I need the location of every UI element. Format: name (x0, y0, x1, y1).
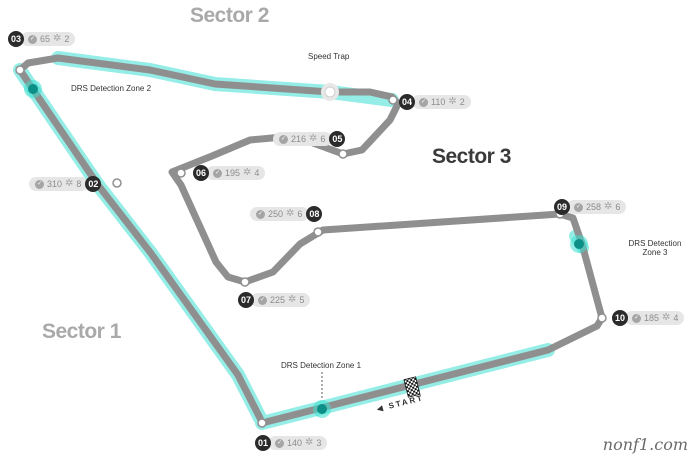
corner-number-badge: 06 (193, 165, 209, 181)
gear-icon: ✲ (309, 133, 318, 144)
corner-label-02: ✓ 310 ✲ 8 02 (29, 176, 102, 192)
drs-zone-1-dot (317, 404, 327, 414)
speedometer-icon: ✓ (35, 179, 44, 189)
speedometer-icon: ✓ (574, 202, 583, 212)
corner-stats: ✓ 258 ✲ 6 (567, 200, 627, 214)
corner-number-badge: 09 (554, 199, 570, 215)
corner-number-badge: 02 (85, 176, 102, 192)
corner-label-06: 06 ✓ 195 ✲ 4 (193, 165, 266, 181)
speedometer-icon: ✓ (419, 97, 428, 107)
speed-trap-dot (324, 86, 336, 98)
corner-gear: 4 (673, 313, 679, 323)
gear-icon: ✲ (448, 96, 457, 107)
speedometer-icon: ✓ (275, 438, 284, 448)
corner-stats: ✓ 310 ✲ 8 (29, 177, 89, 191)
corner-stats: ✓ 140 ✲ 3 (268, 436, 328, 450)
gear-icon: ✲ (53, 33, 62, 44)
corner-number-badge: 05 (329, 131, 346, 147)
corner-number-badge: 04 (399, 94, 415, 110)
corner-marker-03 (15, 65, 25, 75)
sector-2-label: Sector 2 (190, 4, 269, 27)
corner-gear: 6 (615, 202, 621, 212)
corner-marker-04 (388, 95, 398, 105)
corner-number-badge: 07 (238, 292, 254, 308)
drs-detection-markers (24, 80, 588, 418)
corner-speed: 310 (47, 179, 63, 189)
corner-gear: 2 (459, 97, 465, 107)
corner-speed: 185 (644, 313, 660, 323)
corner-speed: 216 (291, 134, 307, 144)
corner-gear: 4 (254, 168, 260, 178)
corner-speed: 258 (586, 202, 602, 212)
corner-label-08: ✓ 250 ✲ 6 08 (250, 206, 323, 222)
corner-stats: ✓ 65 ✲ 2 (21, 32, 76, 46)
corner-number-badge: 03 (8, 31, 24, 47)
gear-icon: ✲ (243, 167, 252, 178)
corner-stats: ✓ 250 ✲ 6 (250, 207, 310, 221)
corner-label-05: ✓ 216 ✲ 6 05 (273, 131, 346, 147)
corner-stats: ✓ 185 ✲ 4 (625, 311, 685, 325)
corner-number-badge: 10 (612, 310, 628, 326)
gear-icon: ✲ (288, 294, 297, 305)
corner-label-03: 03 ✓ 65 ✲ 2 (8, 31, 76, 47)
corner-speed: 140 (287, 438, 303, 448)
corner-marker-02 (112, 178, 122, 188)
corner-number-badge: 08 (306, 206, 323, 222)
drs-zone-2-label: DRS Detection Zone 2 (71, 84, 152, 93)
corner-number-badge: 01 (255, 435, 271, 451)
corner-label-09: 09 ✓ 258 ✲ 6 (554, 199, 627, 215)
corner-label-01: 01 ✓ 140 ✲ 3 (255, 435, 328, 451)
drs-zone-2-dot (28, 84, 38, 94)
corner-gear: 2 (64, 34, 70, 44)
drs-zone-1-label: DRS Detection Zone 1 (281, 361, 362, 370)
corner-marker-10 (597, 313, 607, 323)
speedometer-icon: ✓ (256, 209, 265, 219)
corner-stats: ✓ 225 ✲ 5 (251, 293, 311, 307)
speed-trap-label: Speed Trap (308, 52, 350, 61)
corner-speed: 225 (270, 295, 286, 305)
drs-zone-3-label: DRS Detection Zone 3 (628, 239, 682, 257)
corner-speed: 195 (225, 168, 241, 178)
speedometer-icon: ✓ (258, 295, 267, 305)
gear-icon: ✲ (662, 312, 671, 323)
corner-gear: 6 (297, 209, 303, 219)
corner-marker-08 (313, 227, 323, 237)
gear-icon: ✲ (604, 201, 613, 212)
sector-3-label: Sector 3 (432, 145, 511, 168)
gear-icon: ✲ (286, 208, 295, 219)
corner-stats: ✓ 195 ✲ 4 (206, 166, 266, 180)
corner-speed: 250 (268, 209, 284, 219)
speedometer-icon: ✓ (632, 313, 641, 323)
speedometer-icon: ✓ (28, 34, 37, 44)
corner-gear: 5 (299, 295, 305, 305)
corner-marker-05 (338, 149, 348, 159)
speedometer-icon: ✓ (213, 168, 222, 178)
drs-zone-3-dot (574, 239, 584, 249)
corner-marker-07 (240, 277, 250, 287)
corner-gear: 3 (316, 438, 322, 448)
corner-marker-01 (257, 418, 267, 428)
gear-icon: ✲ (305, 437, 314, 448)
corner-marker-06 (176, 168, 186, 178)
speedometer-icon: ✓ (279, 134, 288, 144)
chequered-flag-icon (403, 376, 421, 398)
gear-icon: ✲ (65, 178, 74, 189)
corner-gear: 8 (76, 179, 82, 189)
corner-label-04: 04 ✓ 110 ✲ 2 (399, 94, 471, 110)
corner-speed: 65 (40, 34, 51, 44)
corner-stats: ✓ 216 ✲ 6 (273, 132, 333, 146)
watermark: nonf1.com (602, 435, 688, 454)
corner-speed: 110 (431, 97, 446, 107)
corner-label-10: 10 ✓ 185 ✲ 4 (612, 310, 685, 326)
corner-markers (15, 65, 607, 428)
sector-1-label: Sector 1 (42, 320, 121, 343)
corner-gear: 6 (320, 134, 326, 144)
corner-stats: ✓ 110 ✲ 2 (412, 95, 471, 109)
corner-label-07: 07 ✓ 225 ✲ 5 (238, 292, 311, 308)
